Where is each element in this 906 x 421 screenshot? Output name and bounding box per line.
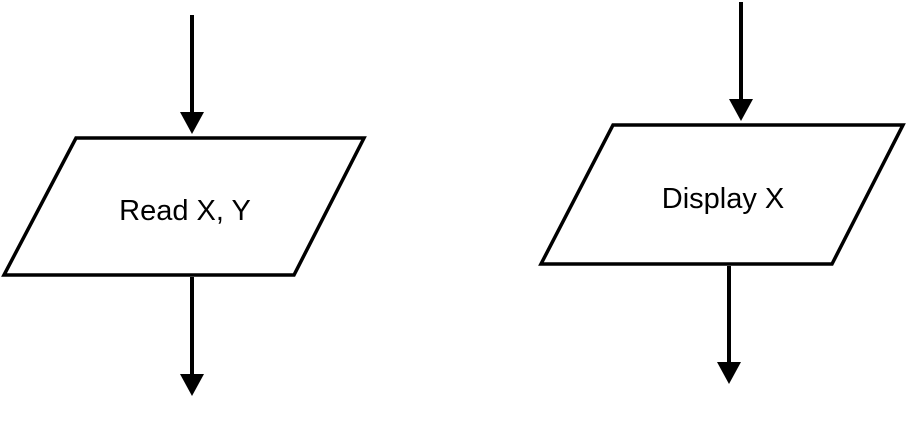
output-label: Display X <box>662 183 785 215</box>
input-block: Read X, Y <box>1 15 367 396</box>
input-parallelogram <box>1 136 367 277</box>
arrow-out-of-output <box>717 266 741 384</box>
arrow-into-output <box>729 2 753 121</box>
arrow-out-of-input <box>180 277 204 396</box>
output-parallelogram <box>538 123 906 266</box>
arrow-into-input <box>180 15 204 134</box>
input-label: Read X, Y <box>119 195 251 227</box>
output-block: Display X <box>538 2 906 384</box>
